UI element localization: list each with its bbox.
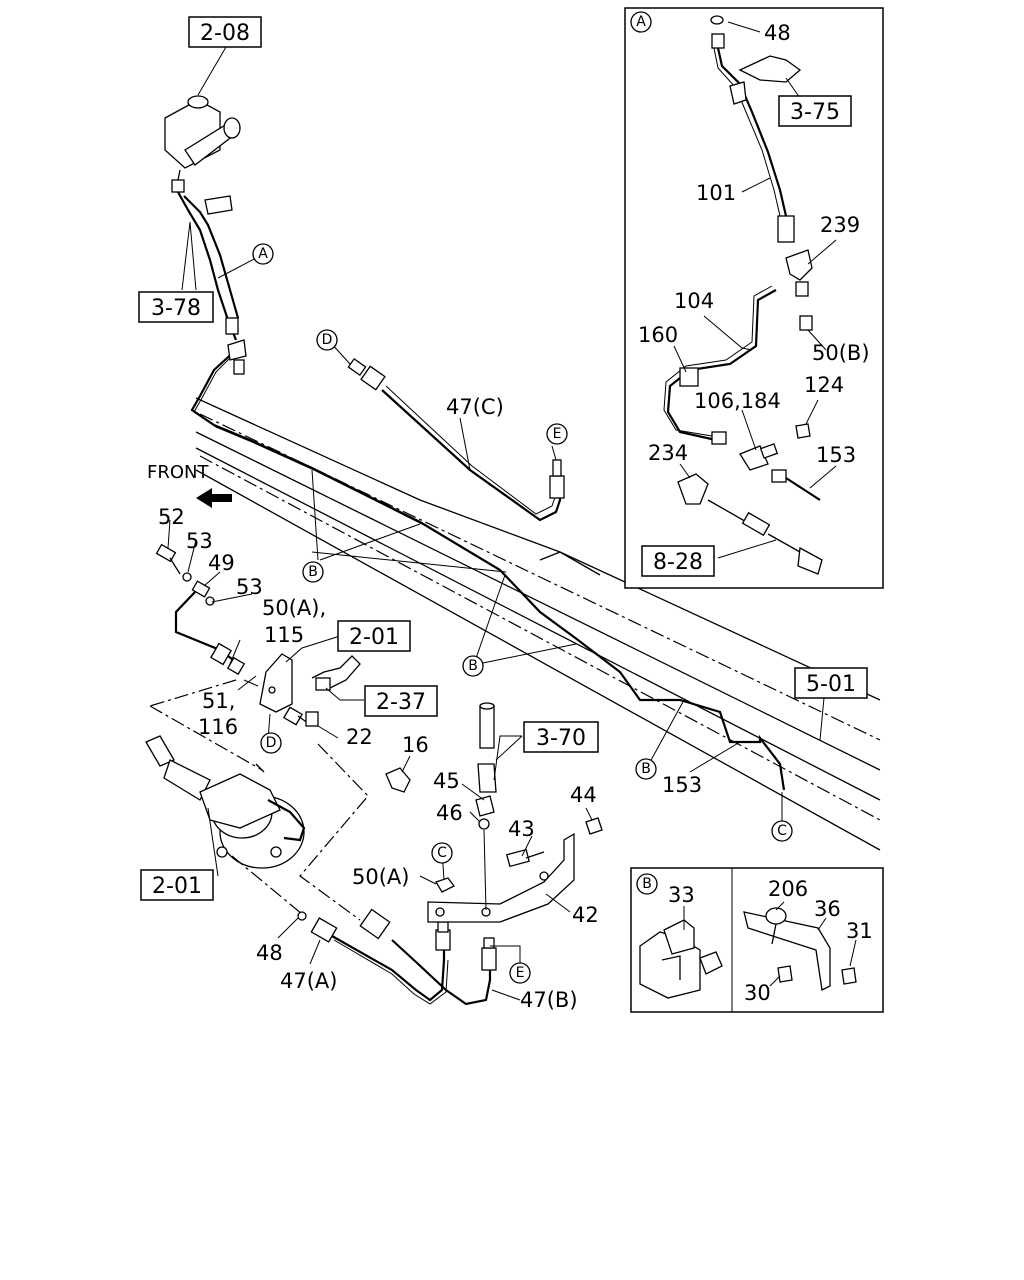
ref-box-3-70: 3-70: [523, 721, 599, 753]
marker-e-bottom: E: [516, 965, 525, 981]
label-153: 153: [662, 773, 702, 797]
centerlines: [149, 679, 369, 921]
ref-box-2-01-bottom: 2-01: [140, 869, 214, 901]
marker-c-1: C: [437, 845, 447, 861]
ref-3-78-text: 3-78: [151, 296, 201, 321]
master-cylinder: [164, 95, 247, 375]
hoses-bottom: [297, 908, 497, 1006]
label-51: 51,: [202, 689, 235, 713]
inset-a-label-160: 160: [638, 323, 678, 347]
label-44: 44: [570, 783, 597, 807]
label-53a: 53: [186, 529, 213, 553]
inset-a-label-50b: 50(B): [812, 341, 870, 365]
inset-a-label-106-184: 106,184: [694, 389, 781, 413]
inset-a-label-124: 124: [804, 373, 844, 397]
label-45: 45: [433, 769, 460, 793]
label-49: 49: [208, 551, 235, 575]
marker-d-bottom: D: [266, 735, 277, 751]
marker-inset-a: A: [636, 14, 646, 30]
marker-a: A: [258, 246, 268, 262]
marker-c-2: C: [777, 823, 787, 839]
inset-a-label-234: 234: [648, 441, 688, 465]
ref-8-28-text: 8-28: [653, 550, 703, 575]
ref-box-5-01: 5-01: [794, 667, 868, 699]
inset-a-label-239: 239: [820, 213, 860, 237]
label-50a-top: 50(A),: [262, 596, 326, 620]
marker-b-1: B: [308, 564, 318, 580]
label-47a: 47(A): [280, 969, 337, 993]
left-pipe-assembly: [155, 543, 246, 676]
front-arrow: [196, 488, 232, 508]
front-label: FRONT: [147, 462, 209, 483]
marker-inset-b: B: [642, 876, 652, 892]
part-labels: FRONT 47(C) 52 53 49 53 50(A), 115 51, 1…: [147, 21, 873, 1012]
label-52: 52: [158, 505, 185, 529]
label-116: 116: [198, 715, 238, 739]
inset-a-label-104: 104: [674, 289, 714, 313]
ref-box-2-01-top: 2-01: [337, 620, 411, 652]
ref-2-01-top-text: 2-01: [349, 625, 399, 650]
ref-5-01-text: 5-01: [806, 672, 856, 697]
label-42: 42: [572, 903, 599, 927]
ref-2-37-text: 2-37: [376, 690, 426, 715]
label-22: 22: [346, 725, 373, 749]
marker-e-top: E: [553, 426, 562, 442]
ref-2-01-bottom-text: 2-01: [152, 874, 202, 899]
label-47b: 47(B): [520, 988, 578, 1012]
inset-a-label-101: 101: [696, 181, 736, 205]
label-50a: 50(A): [352, 865, 409, 889]
label-48: 48: [256, 941, 283, 965]
ref-box-8-28: 8-28: [641, 545, 715, 577]
label-16: 16: [402, 733, 429, 757]
inset-b-label-30: 30: [744, 981, 771, 1005]
marker-b-2: B: [468, 658, 478, 674]
label-47c: 47(C): [446, 395, 504, 419]
marker-d-top: D: [322, 332, 333, 348]
bracket-42: [385, 702, 603, 923]
label-53b: 53: [236, 575, 263, 599]
circle-markers: A D E B B B D C C E A B: [252, 11, 793, 984]
inset-a-label-48: 48: [764, 21, 791, 45]
ref-box-3-75: 3-75: [778, 95, 852, 127]
hose-47c: [347, 357, 565, 522]
marker-b-3: B: [641, 761, 651, 777]
inset-a-label-153: 153: [816, 443, 856, 467]
ref-2-08-text: 2-08: [200, 21, 250, 46]
ref-3-75-text: 3-75: [790, 100, 840, 125]
inset-b-label-36: 36: [814, 897, 841, 921]
inset-a: [624, 7, 884, 589]
inset-b-label-33: 33: [668, 883, 695, 907]
inset-b: [630, 867, 884, 1013]
label-46: 46: [436, 801, 463, 825]
ref-box-3-78: 3-78: [138, 291, 214, 323]
ref-box-2-37: 2-37: [364, 685, 438, 717]
inset-b-label-206: 206: [768, 877, 808, 901]
label-43: 43: [508, 817, 535, 841]
brake-booster: [145, 735, 306, 869]
valve-bracket: [243, 653, 361, 727]
ref-box-2-08: 2-08: [188, 16, 262, 48]
label-115: 115: [264, 623, 304, 647]
inset-b-label-31: 31: [846, 919, 873, 943]
brake-line-main: [190, 347, 786, 791]
ref-3-70-text: 3-70: [536, 726, 586, 751]
leader-lines: [167, 46, 825, 1001]
